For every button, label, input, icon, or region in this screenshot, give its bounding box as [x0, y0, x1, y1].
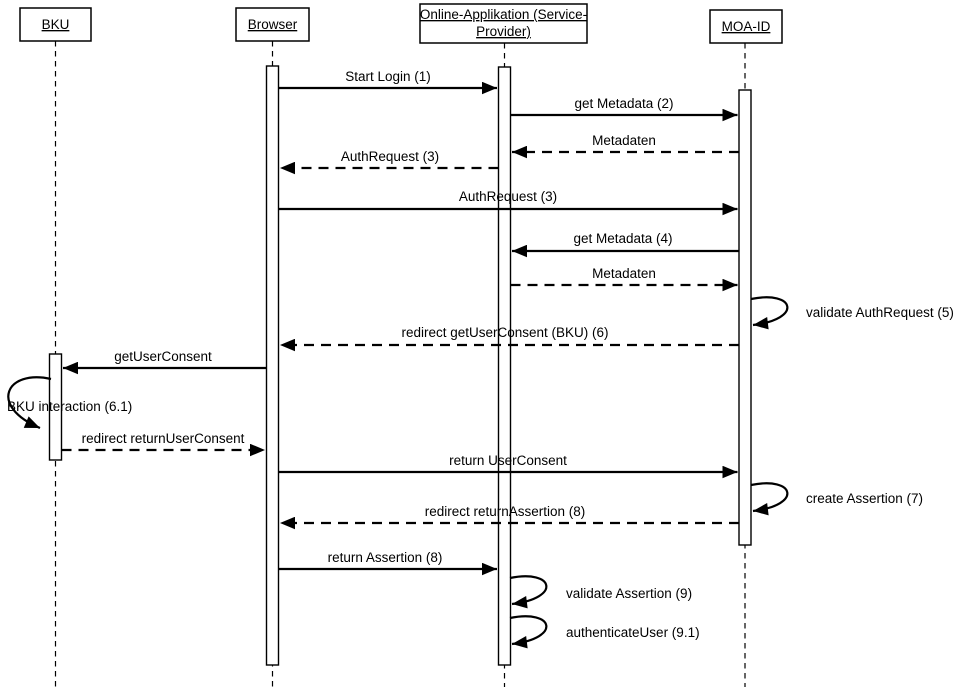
actor-label-moa-id: MOA-ID: [722, 19, 771, 34]
activation-browser: [265, 65, 280, 666]
message-label: return UserConsent: [449, 453, 567, 468]
message-start-login: Start Login (1): [278, 69, 497, 95]
self-loop-path: [509, 615, 548, 649]
message-label: create Assertion (7): [806, 491, 923, 506]
self-message-validate-assertion: validate Assertion (9): [509, 575, 692, 609]
message-metadaten-1: Metadaten: [512, 133, 739, 159]
message-redirect-returnassertion: redirect returnAssertion (8): [280, 504, 739, 530]
actor-box-online-app: [419, 3, 588, 44]
message-label: AuthRequest (3): [341, 149, 439, 164]
activation-online-app: [497, 66, 512, 666]
message-label: getUserConsent: [114, 349, 212, 364]
actor-bku: BKU: [19, 7, 92, 42]
message-label: redirect getUserConsent (BKU) (6): [401, 325, 608, 340]
message-label: Metadaten: [592, 133, 656, 148]
actor-browser: Browser: [235, 7, 310, 42]
activation-bku: [48, 353, 63, 461]
self-message-validate-authrequest: validate AuthRequest (5): [750, 296, 954, 330]
message-label: BKU interaction (6.1): [7, 399, 132, 414]
self-loop-path: [509, 575, 548, 609]
message-label: Metadaten: [592, 266, 656, 281]
actor-online-app: Online-Applikation (Service- Provider): [419, 3, 588, 44]
message-redirect-returnuserconsent: redirect returnUserConsent: [61, 431, 265, 457]
actor-label-online-app-line1: Online-Applikation (Service-: [420, 7, 587, 22]
message-return-userconsent: return UserConsent: [278, 453, 738, 479]
self-loop-path: [750, 482, 789, 516]
actor-moa-id: MOA-ID: [709, 9, 783, 44]
actor-box-bku: [19, 7, 92, 42]
message-label: redirect returnUserConsent: [82, 431, 245, 446]
message-get-metadata-2: get Metadata (2): [510, 96, 738, 122]
message-metadaten-2: Metadaten: [510, 266, 738, 292]
actor-label-online-app-line2: Provider): [476, 24, 531, 39]
message-label: AuthRequest (3): [459, 189, 557, 204]
self-loop-path: [7, 376, 52, 430]
message-label: get Metadata (2): [574, 96, 673, 111]
self-message-authenticateuser: authenticateUser (9.1): [509, 615, 700, 649]
self-message-create-assertion: create Assertion (7): [750, 482, 923, 516]
actor-box-browser: [235, 7, 310, 42]
message-return-assertion: return Assertion (8): [278, 550, 497, 576]
message-get-metadata-4: get Metadata (4): [512, 231, 739, 258]
message-label: Start Login (1): [345, 69, 431, 84]
actor-box-moa-id: [709, 9, 783, 44]
message-authrequest-forward: AuthRequest (3): [278, 189, 738, 216]
self-loop-path: [750, 296, 789, 330]
message-label: validate AuthRequest (5): [806, 305, 954, 320]
message-label: authenticateUser (9.1): [566, 625, 700, 640]
self-message-bku-interaction: BKU interaction (6.1): [7, 376, 132, 430]
activation-moa-id: [738, 89, 752, 546]
actor-label-browser: Browser: [248, 17, 298, 32]
message-label: redirect returnAssertion (8): [425, 504, 586, 519]
message-authrequest-redirect: AuthRequest (3): [280, 149, 499, 175]
message-getuserconsent: getUserConsent: [63, 349, 267, 375]
message-label: validate Assertion (9): [566, 586, 692, 601]
message-label: return Assertion (8): [328, 550, 443, 565]
actor-label-bku: BKU: [42, 17, 70, 32]
message-redirect-getuserconsent: redirect getUserConsent (BKU) (6): [280, 325, 739, 352]
message-label: get Metadata (4): [573, 231, 672, 246]
